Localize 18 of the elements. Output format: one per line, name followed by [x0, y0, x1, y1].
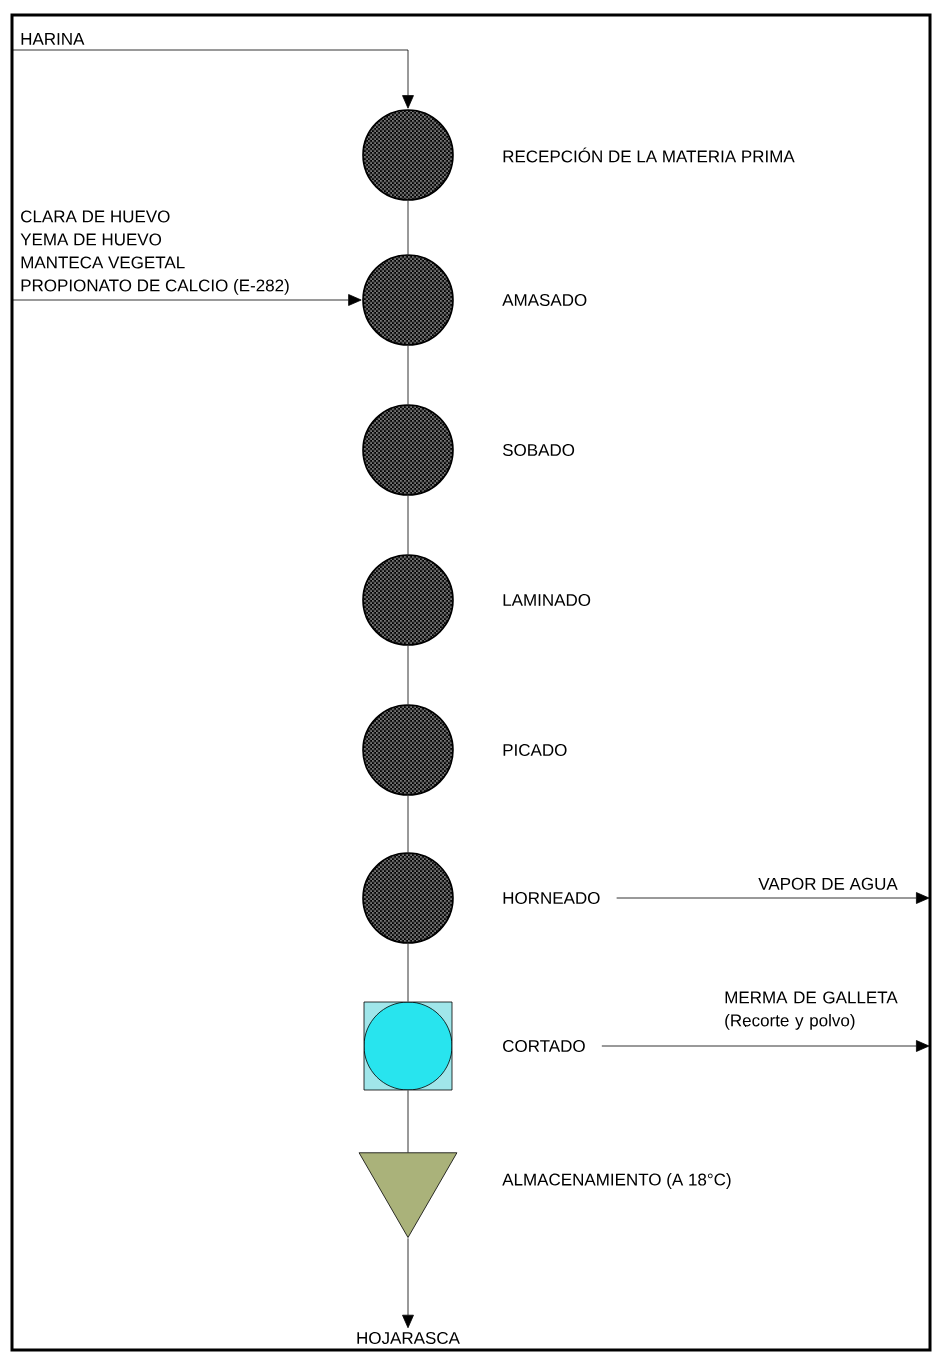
edge-label: MERMA DE GALLETA (Recorte y polvo)	[725, 991, 898, 1030]
edge-label: VAPOR DE AGUA	[758, 877, 898, 890]
step-label: CORTADO	[503, 1040, 585, 1053]
input-label: HARINA	[21, 33, 85, 45]
step-label: SOBADO	[502, 444, 575, 457]
arrow	[601, 1040, 930, 1052]
step-label: HORNEADO	[503, 892, 600, 905]
output-label: HOJARASCA	[357, 1332, 460, 1345]
step-label: LAMINADO	[503, 594, 591, 607]
arrow	[616, 892, 930, 904]
step-label: RECEPCIÓN DE LA MATERIA PRIMA	[503, 147, 795, 163]
step-label: PICADO	[503, 744, 567, 757]
arrow	[402, 1237, 414, 1329]
arrow	[11, 294, 362, 306]
input-label: CLARA DE HUEVO YEMA DE HUEVO MANTECA VEGETAL PROPIONATO DE CALCIO (E-282)	[20, 210, 289, 295]
step-label: ALMACENAMIENTO (A 18°C)	[502, 1173, 731, 1189]
step-label: AMASADO	[502, 294, 587, 307]
arrow	[11, 49, 414, 109]
